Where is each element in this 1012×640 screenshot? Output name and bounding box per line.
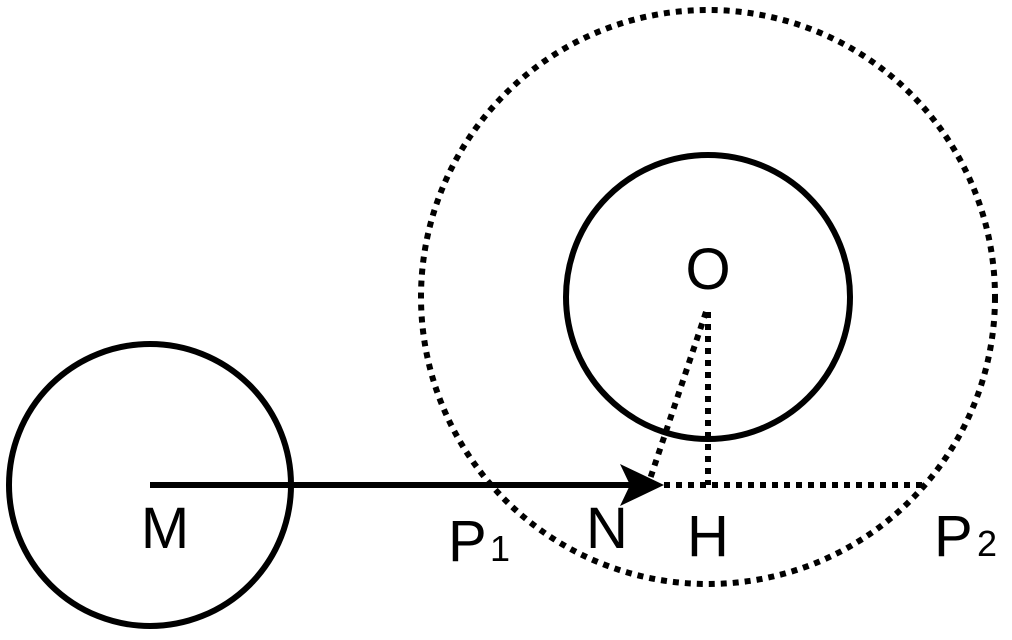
label-p2: P 2 [934,504,997,569]
label-n: N [586,496,628,561]
label-p2-letter: P [934,504,973,569]
label-h: H [687,504,729,569]
label-p1-subscript: 1 [490,528,510,569]
label-m: M [141,496,189,561]
label-p2-subscript: 2 [977,523,997,564]
dotted-line-on [645,311,709,486]
label-p1-letter: P [448,509,487,574]
arrow-head [620,464,664,506]
circle-o [563,152,853,442]
dotted-circle-o [418,7,998,587]
label-o: O [685,237,730,302]
label-p1: P 1 [448,509,510,574]
